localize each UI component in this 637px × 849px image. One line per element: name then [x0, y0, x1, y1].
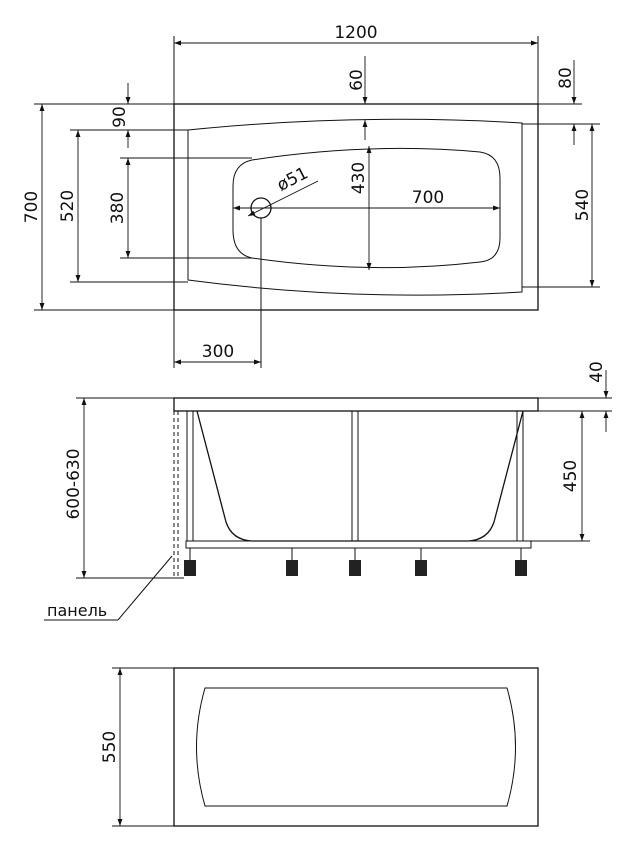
leveling-foot — [349, 548, 361, 576]
panel-outline — [173, 667, 539, 827]
side-view: 40 450 600-630 панель — [44, 361, 612, 621]
support-frame — [185, 540, 532, 549]
dim-label-540: 540 — [573, 189, 593, 221]
leveling-foot — [415, 548, 427, 576]
dim-label-550: 550 — [100, 731, 120, 763]
tub-basin-side — [196, 410, 524, 542]
dim-label-80: 80 — [556, 67, 576, 89]
top-view: 1200 60 80 540 700 520 90 380 — [22, 23, 600, 368]
support-leg — [516, 410, 524, 542]
dim-label-380: 380 — [108, 192, 128, 224]
dim-label-430: 430 — [349, 162, 369, 194]
dim-label-520: 520 — [58, 190, 78, 222]
support-leg — [186, 410, 194, 542]
front-view: 550 — [100, 667, 539, 827]
dim-label-90: 90 — [110, 106, 130, 128]
tub-outline-top — [173, 103, 539, 311]
leveling-foot — [515, 548, 527, 576]
dim-label-600-630: 600-630 — [64, 448, 84, 519]
leveling-foot — [286, 548, 298, 576]
panel-leader — [117, 555, 173, 621]
panel-label: панель — [47, 601, 107, 620]
dim-label-700w: 700 — [22, 191, 42, 223]
dim-label-60: 60 — [347, 69, 367, 91]
tub-rim-side — [173, 397, 539, 412]
leveling-foot — [184, 548, 196, 576]
dim-label-700: 700 — [412, 188, 444, 208]
tub-inner-rim — [187, 118, 523, 296]
dim-label-300: 300 — [202, 342, 234, 362]
dim-label-1200: 1200 — [334, 23, 377, 43]
dim-label-450: 450 — [561, 460, 581, 492]
dim-label-drain: ø51 — [274, 163, 312, 195]
drain-leader — [247, 180, 319, 217]
support-leg — [351, 410, 359, 542]
panel-inner-contour — [196, 687, 516, 807]
dim-label-40: 40 — [587, 361, 607, 383]
tub-basin-bottom — [232, 147, 501, 269]
